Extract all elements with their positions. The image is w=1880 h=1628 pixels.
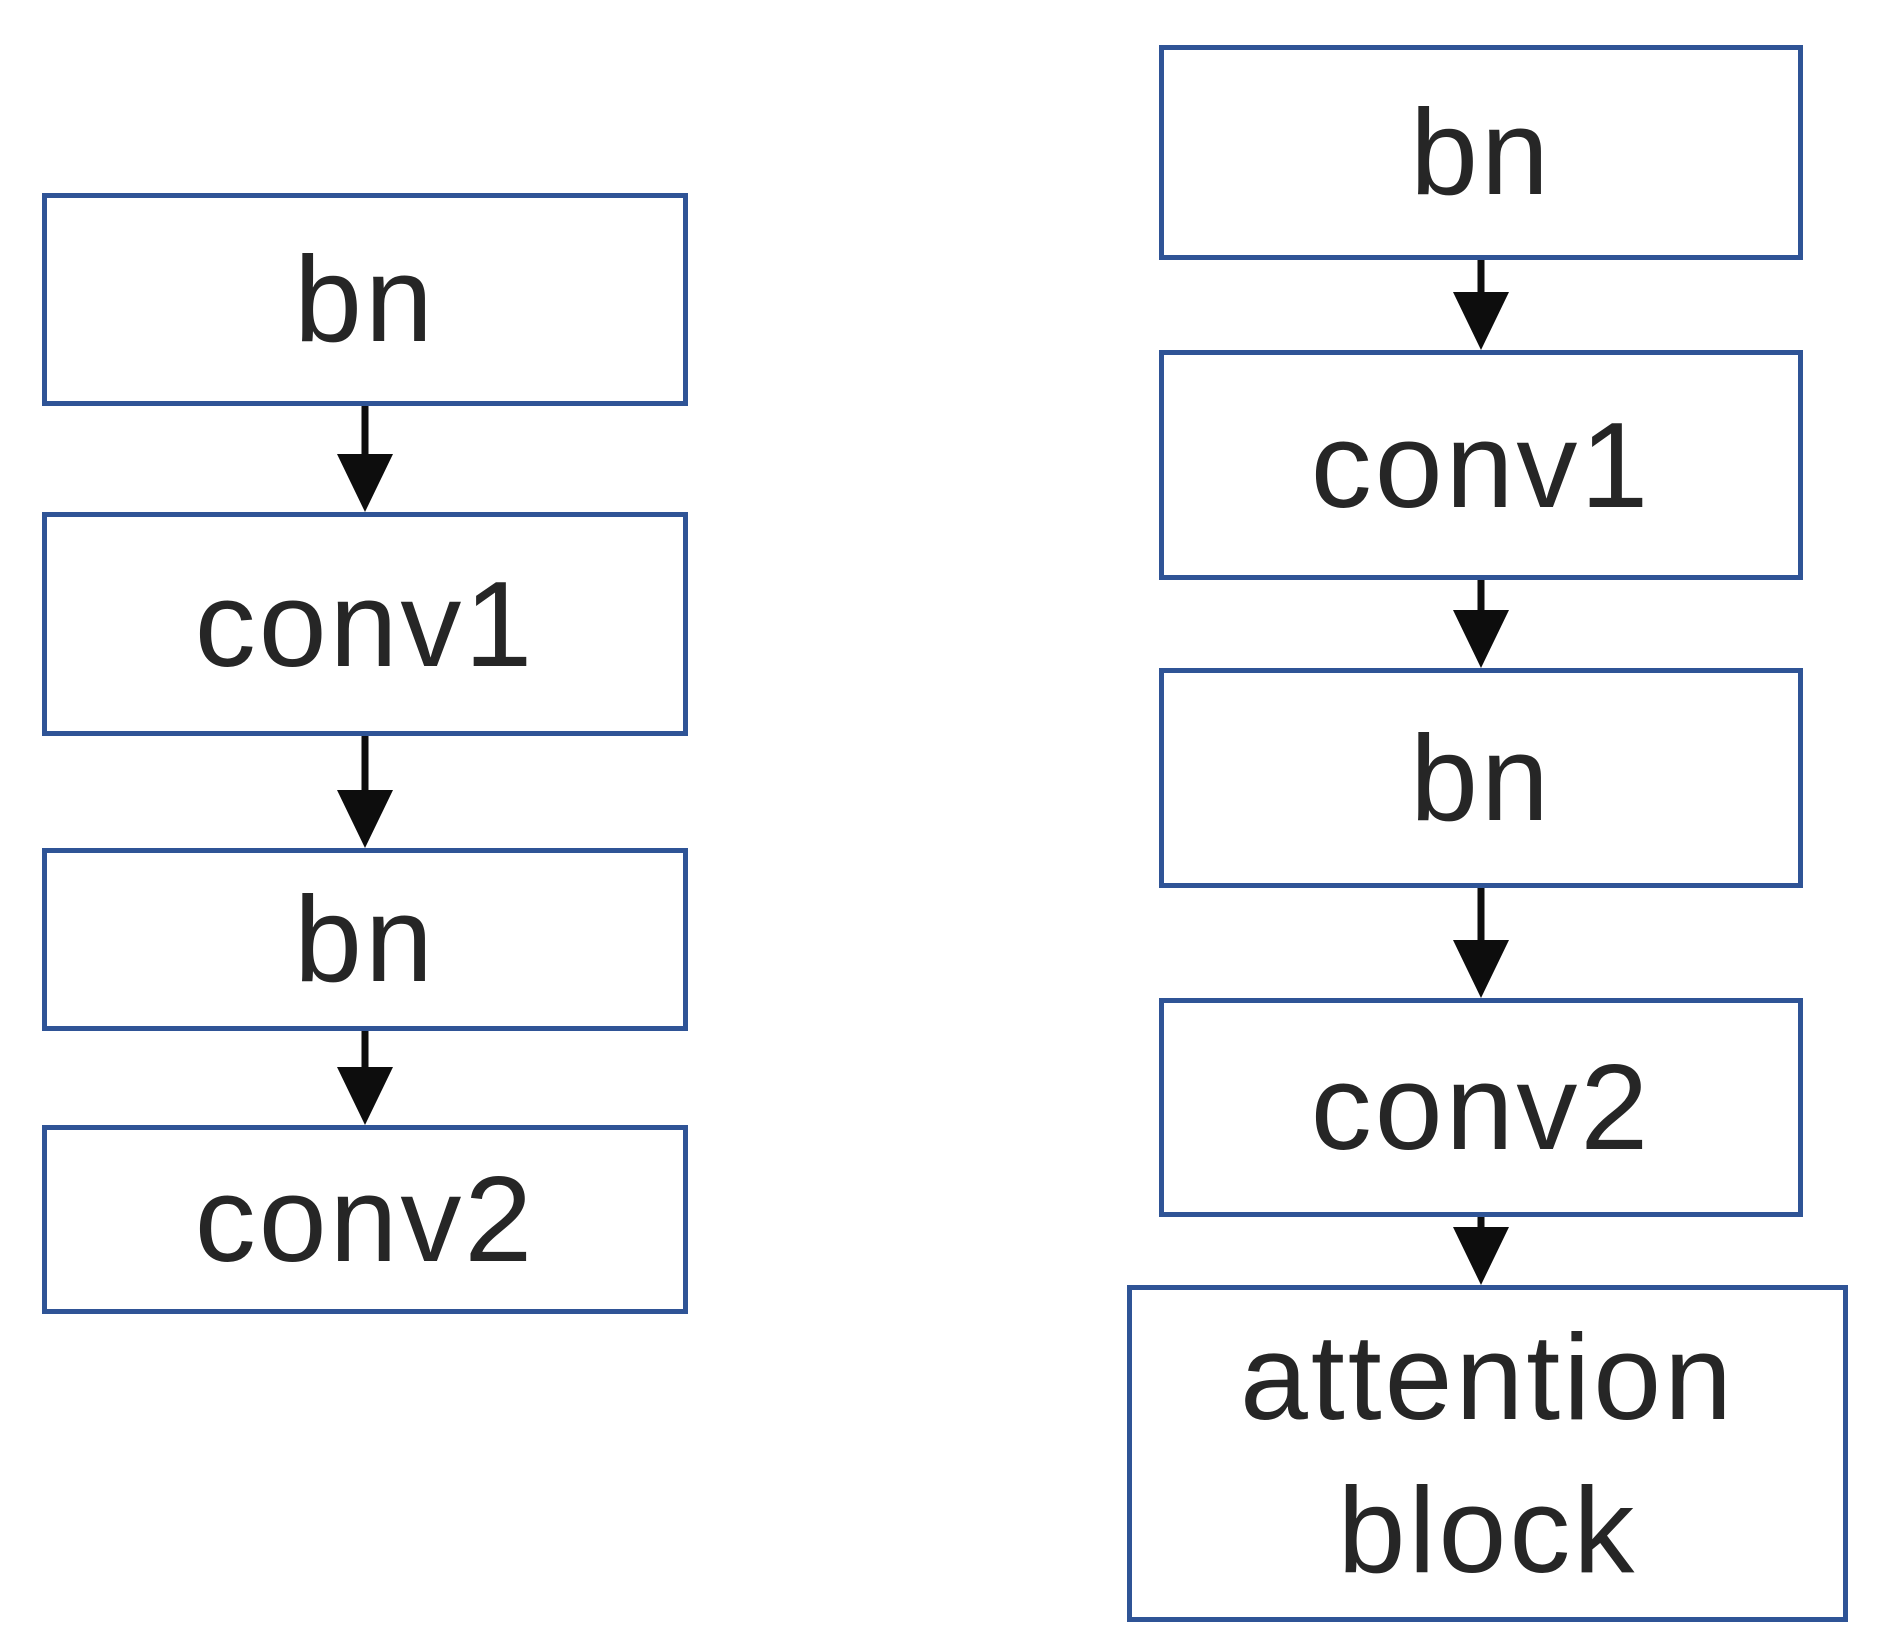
node-label: attention block (1239, 1309, 1736, 1598)
node-label: bn (1410, 709, 1552, 846)
node-left-bn-2: bn (42, 848, 688, 1031)
arrow-shaft (1477, 580, 1485, 612)
arrow-shaft (1477, 1217, 1485, 1231)
arrow-down-icon-right-conv2-to-attention (1451, 1217, 1511, 1285)
arrow-down-icon-left-conv1-to-bn (335, 736, 395, 848)
arrow-head (337, 454, 393, 512)
node-right-bn-2: bn (1159, 668, 1803, 888)
node-label: bn (1410, 84, 1552, 221)
arrow-head (337, 790, 393, 848)
node-label: conv1 (1310, 396, 1652, 533)
arrow-down-icon-left-bn-to-conv2 (335, 1031, 395, 1125)
arrow-head (1453, 1227, 1509, 1285)
arrow-down-icon-right-conv1-to-bn (1451, 580, 1511, 668)
node-label: conv2 (194, 1151, 536, 1288)
arrow-down-icon-left-bn-to-conv1 (335, 406, 395, 512)
arrow-down-icon-right-bn-to-conv1 (1451, 260, 1511, 350)
arrow-head (1453, 292, 1509, 350)
arrow-down-icon-right-bn-to-conv2 (1451, 888, 1511, 998)
node-left-bn-1: bn (42, 193, 688, 406)
node-label: conv2 (1310, 1039, 1652, 1176)
node-right-attention-block: attention block (1127, 1285, 1848, 1622)
node-left-conv2: conv2 (42, 1125, 688, 1314)
arrow-shaft (1477, 888, 1485, 942)
node-label: conv1 (194, 555, 536, 692)
arrow-shaft (361, 1031, 369, 1069)
arrow-shaft (361, 736, 369, 792)
node-right-conv1: conv1 (1159, 350, 1803, 580)
arrow-head (1453, 940, 1509, 998)
arrow-head (1453, 610, 1509, 668)
node-left-conv1: conv1 (42, 512, 688, 736)
arrow-head (337, 1067, 393, 1125)
node-right-bn-1: bn (1159, 45, 1803, 260)
arrow-shaft (1477, 260, 1485, 294)
node-label: bn (294, 231, 436, 368)
node-right-conv2: conv2 (1159, 998, 1803, 1217)
arrow-shaft (361, 406, 369, 456)
node-label: bn (294, 871, 436, 1008)
